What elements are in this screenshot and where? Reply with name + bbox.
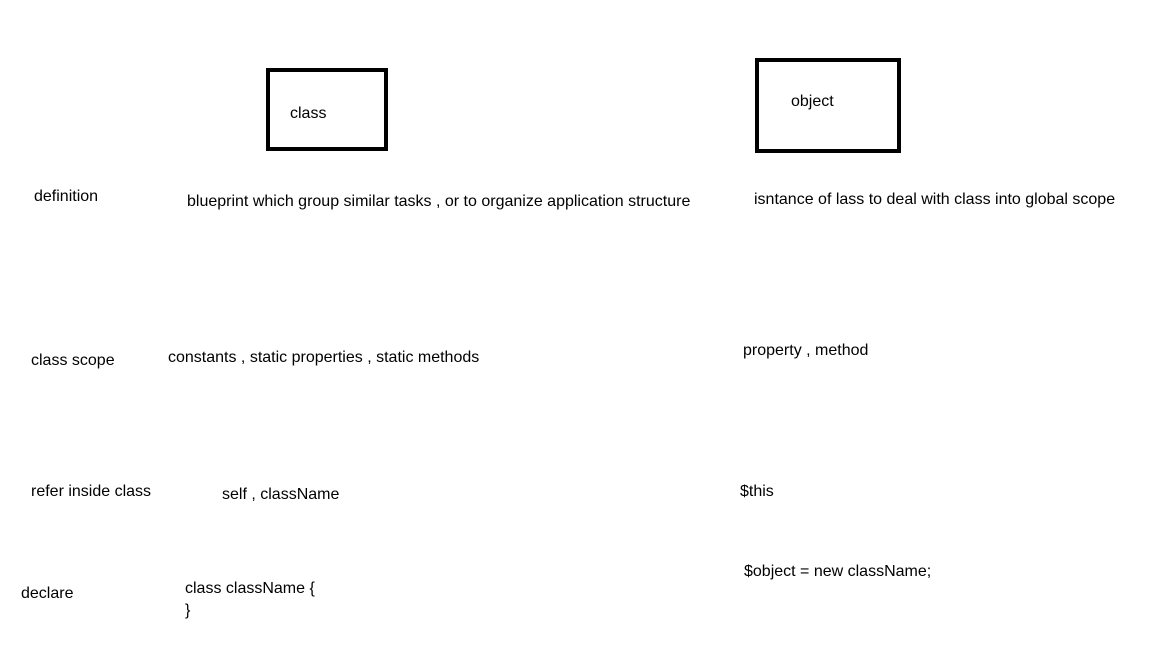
class-definition-text: blueprint which group similar tasks , or… bbox=[187, 193, 691, 210]
row-label-refer-inside-class: refer inside class bbox=[31, 483, 152, 500]
class-scope-text: constants , static properties , static m… bbox=[168, 349, 480, 366]
class-header-box: class bbox=[266, 68, 388, 151]
object-definition-text: isntance of lass to deal with class into… bbox=[754, 191, 1116, 208]
object-declare-text: $object = new className; bbox=[744, 563, 932, 580]
object-header-label: object bbox=[791, 93, 834, 110]
row-label-definition: definition bbox=[34, 188, 99, 205]
object-header-box: object bbox=[755, 58, 901, 153]
row-label-class-scope: class scope bbox=[31, 352, 115, 369]
class-declare-line-2: } bbox=[185, 602, 191, 619]
row-label-declare: declare bbox=[21, 585, 74, 602]
object-refer-text: $this bbox=[740, 483, 774, 500]
class-header-label: class bbox=[290, 105, 327, 122]
object-scope-text: property , method bbox=[743, 342, 869, 359]
class-refer-text: self , className bbox=[222, 486, 340, 503]
class-declare-line-1: class className { bbox=[185, 580, 315, 597]
